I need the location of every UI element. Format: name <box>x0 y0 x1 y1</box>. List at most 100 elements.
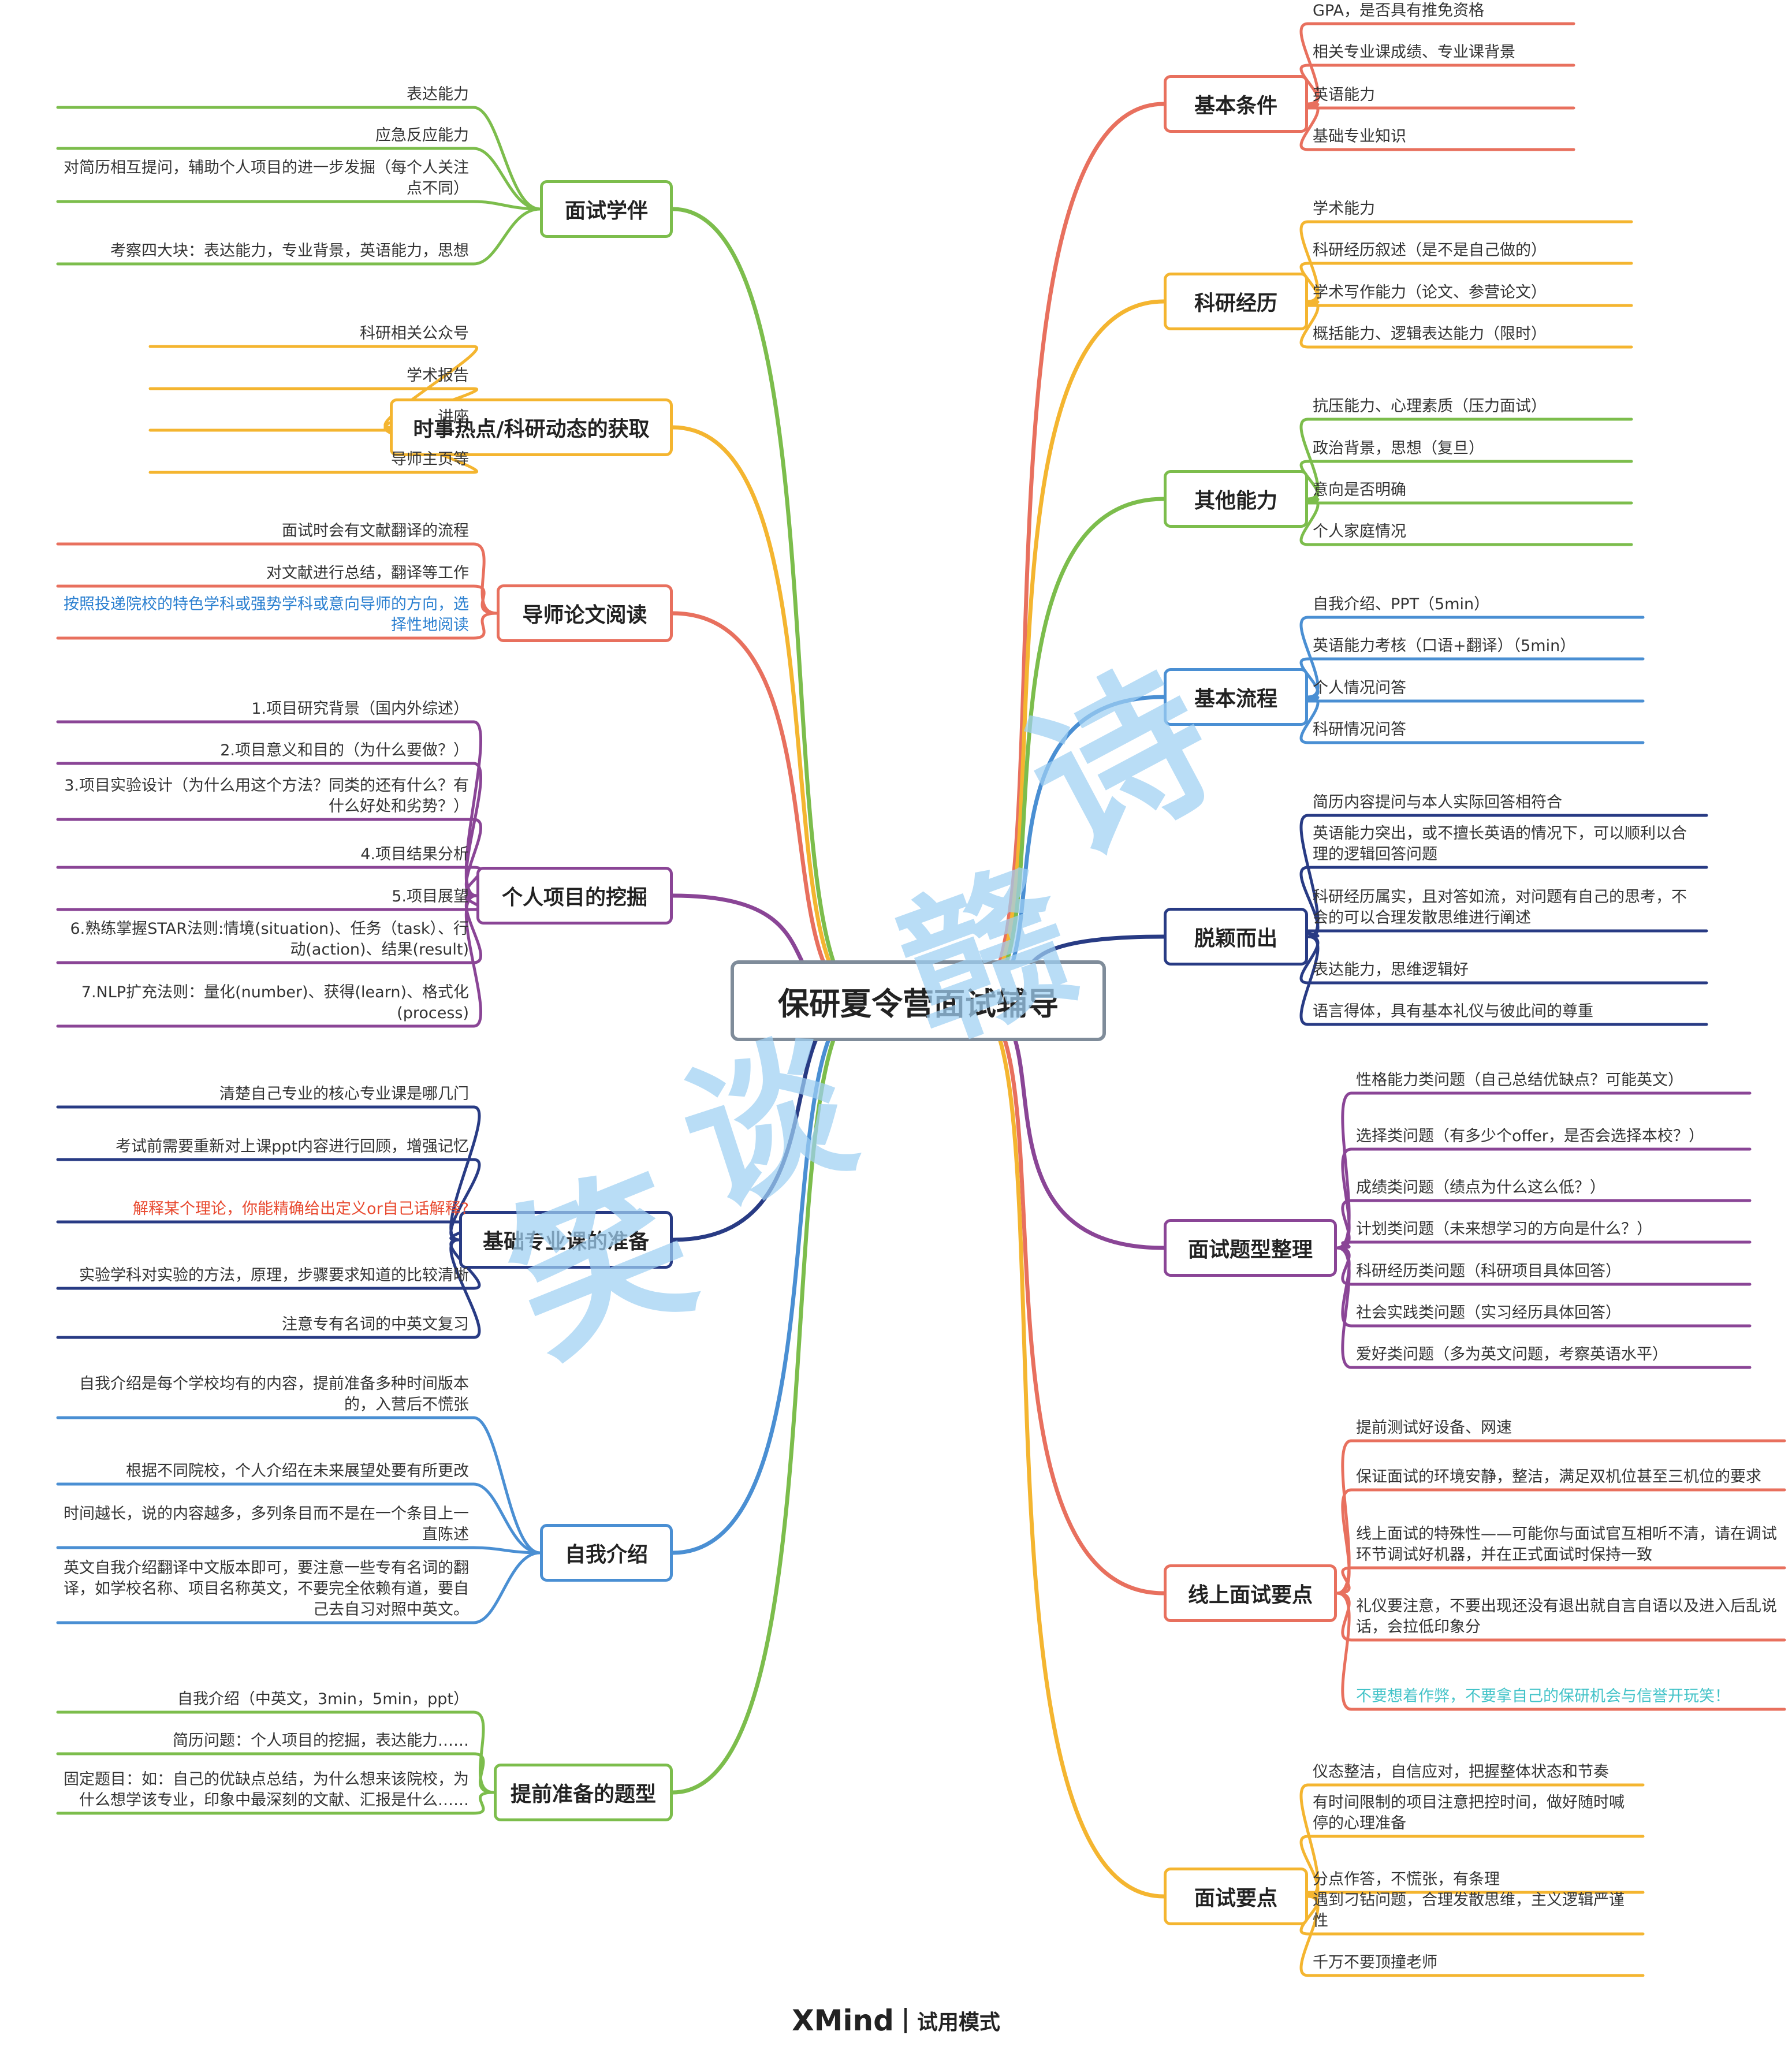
left-leaf-6-2[interactable]: 根据不同院校，个人介绍在未来展望处要有所更改 <box>126 1462 469 1480</box>
left-leaf-4-5[interactable]: 5.项目展望 <box>392 888 469 905</box>
left-leaf-5-3[interactable]: 解释某个理论，你能精确给出定义or自己话解释? <box>133 1200 469 1218</box>
right-leaf-connector-3-2 <box>1299 460 1320 501</box>
right-leaf-7-5[interactable]: 不要想着作弊，不要拿自己的保研机会与信誉开玩笑！ <box>1356 1687 1730 1705</box>
left-leaf-1-2[interactable]: 应急反应能力 <box>375 126 469 144</box>
right-leaf-connector-4-4 <box>1299 695 1320 744</box>
right-branch-connector-2 <box>968 299 1166 1003</box>
right-leaf-8-5[interactable]: 千万不要顶撞老师 <box>1313 1954 1437 1971</box>
left-leaf-6-1[interactable]: 自我介绍是每个学校均有的内容，提前准备多种时间版本的，入营后不慌张 <box>79 1375 469 1414</box>
right-topic-7[interactable]: 线上面试要点 <box>1164 1564 1337 1622</box>
right-leaf-4-4[interactable]: 科研情况问答 <box>1313 721 1406 739</box>
right-leaf-4-2[interactable]: 英语能力考核（口语+翻译）（5min） <box>1313 637 1576 655</box>
right-leaf-6-7[interactable]: 爱好类问题（多为英文问题，考察英语水平） <box>1356 1345 1668 1363</box>
right-leaf-6-6[interactable]: 社会实践类问题（实习经历具体回答） <box>1356 1304 1621 1322</box>
right-topic-4[interactable]: 基本流程 <box>1164 668 1308 726</box>
left-leaf-3-2[interactable]: 对文献进行总结，翻译等工作 <box>266 564 469 582</box>
left-leaf-5-4[interactable]: 实验学科对实验的方法，原理，步骤要求知道的比较清晰 <box>79 1266 469 1284</box>
left-leaf-4-6[interactable]: 6.熟练掌握STAR法则:情境(situation)、任务（task）、行动(a… <box>70 920 469 959</box>
right-leaf-2-2[interactable]: 科研经历叙述（是不是自己做的） <box>1313 241 1547 259</box>
right-leaf-2-3[interactable]: 学术写作能力（论文、参营论文） <box>1313 284 1547 301</box>
right-leaf-7-2[interactable]: 保证面试的环境安静，整洁，满足双机位甚至三机位的要求 <box>1356 1468 1761 1486</box>
left-leaf-2-2[interactable]: 学术报告 <box>407 367 469 385</box>
left-topic-5[interactable]: 基础专业课的准备 <box>459 1211 673 1269</box>
right-leaf-connector-8-5 <box>1299 1895 1320 1977</box>
left-leaf-4-2[interactable]: 2.项目意义和目的（为什么要做？） <box>220 741 469 759</box>
right-leaf-6-5[interactable]: 科研经历类问题（科研项目具体回答） <box>1356 1262 1621 1280</box>
right-topic-8[interactable]: 面试要点 <box>1164 1868 1308 1925</box>
right-leaf-2-4[interactable]: 概括能力、逻辑表达能力（限时） <box>1313 325 1547 343</box>
left-topic-6[interactable]: 自我介绍 <box>540 1524 673 1582</box>
right-leaf-3-2[interactable]: 政治背景，思想（复旦） <box>1313 439 1484 457</box>
left-topic-1[interactable]: 面试学伴 <box>540 180 673 238</box>
central-topic[interactable]: 保研夏令营面试辅导 <box>731 960 1106 1041</box>
right-leaf-1-1[interactable]: GPA，是否具有推免资格 <box>1313 2 1484 20</box>
right-leaf-5-5[interactable]: 语言得体，具有基本礼仪与彼此间的尊重 <box>1313 1002 1593 1020</box>
right-leaf-6-3[interactable]: 成绩类问题（绩点为什么这么低？） <box>1356 1179 1605 1197</box>
left-leaf-4-3[interactable]: 3.项目实验设计（为什么用这个方法？同类的还有什么？有什么好处和劣势？） <box>64 777 469 815</box>
right-leaf-connector-5-2 <box>1299 866 1320 938</box>
right-topic-2[interactable]: 科研经历 <box>1164 273 1308 330</box>
right-leaf-8-1[interactable]: 仪态整洁，自信应对，把握整体状态和节奏 <box>1313 1763 1609 1781</box>
right-topic-3[interactable]: 其他能力 <box>1164 470 1308 528</box>
right-leaf-8-3[interactable]: 分点作答，不慌张，有条理 <box>1313 1870 1500 1888</box>
right-leaf-6-2[interactable]: 选择类问题（有多少个offer，是否会选择本校？） <box>1356 1127 1704 1145</box>
right-leaf-1-4[interactable]: 基础专业知识 <box>1313 128 1406 146</box>
right-leaf-3-3[interactable]: 意向是否明确 <box>1313 481 1406 499</box>
right-leaf-5-3[interactable]: 科研经历属实，且对答如流，对问题有自己的思考，不会的可以合理发散思维进行阐述 <box>1313 888 1687 927</box>
left-leaf-5-1[interactable]: 清楚自己专业的核心专业课是哪几门 <box>219 1085 469 1103</box>
left-leaf-1-3[interactable]: 对简历相互提问，辅助个人项目的进一步发掘（每个人关注点不同） <box>64 159 469 197</box>
right-leaf-8-4[interactable]: 遇到刁钻问题，合理发散思维，主义逻辑严谨性 <box>1313 1891 1625 1930</box>
left-topic-7[interactable]: 提前准备的题型 <box>494 1764 673 1821</box>
right-topic-5[interactable]: 脱颖而出 <box>1164 908 1308 966</box>
right-leaf-connector-4-2 <box>1299 657 1320 699</box>
right-topic-1[interactable]: 基本条件 <box>1164 75 1308 133</box>
right-topic-6[interactable]: 面试题型整理 <box>1164 1219 1337 1277</box>
left-leaf-4-7[interactable]: 7.NLP扩充法则：量化(number)、获得(learn)、格式化(proce… <box>81 983 469 1022</box>
left-leaf-4-4[interactable]: 4.项目结果分析 <box>360 845 469 863</box>
left-branch-connector-7 <box>670 998 869 1795</box>
left-leaf-connector-6-3 <box>472 1546 542 1555</box>
left-topic-4[interactable]: 个人项目的挖掘 <box>476 867 673 925</box>
left-leaf-connector-7-2 <box>472 1752 495 1794</box>
left-leaf-7-2[interactable]: 简历问题：个人项目的挖掘，表达能力…… <box>173 1732 469 1750</box>
right-leaf-6-4[interactable]: 计划类问题（未来想学习的方向是什么？） <box>1356 1220 1652 1238</box>
left-leaf-1-4[interactable]: 考察四大块：表达能力，专业背景，英语能力，思想 <box>110 242 469 260</box>
left-leaf-4-1[interactable]: 1.项目研究背景（国内外综述） <box>251 700 469 718</box>
right-leaf-5-4[interactable]: 表达能力，思维逻辑好 <box>1313 961 1469 979</box>
left-leaf-2-3[interactable]: 讲座 <box>438 408 469 426</box>
right-leaf-7-1[interactable]: 提前测试好设备、网速 <box>1356 1419 1512 1437</box>
left-leaf-2-4[interactable]: 导师主页等 <box>391 450 469 468</box>
left-leaf-5-5[interactable]: 注意专有名词的中英文复习 <box>282 1315 469 1333</box>
right-leaf-6-1[interactable]: 性格能力类问题（自己总结优缺点？可能英文） <box>1356 1071 1683 1089</box>
right-leaf-1-2[interactable]: 相关专业课成绩、专业课背景 <box>1313 43 1515 61</box>
right-leaf-4-3[interactable]: 个人情况问答 <box>1313 679 1406 697</box>
left-leaf-3-3[interactable]: 按照投递院校的特色学科或强势学科或意向导师的方向，选择性地阅读 <box>64 595 469 634</box>
left-leaf-5-2[interactable]: 考试前需要重新对上课ppt内容进行回顾，增强记忆 <box>116 1138 469 1156</box>
left-leaf-1-1[interactable]: 表达能力 <box>407 85 469 103</box>
left-branch-connector-1 <box>670 207 869 1003</box>
right-leaf-3-4[interactable]: 个人家庭情况 <box>1313 523 1406 541</box>
right-leaf-7-3[interactable]: 线上面试的特殊性——可能你与面试官互相听不清，请在调试环节调试好机器，并在正式面… <box>1356 1525 1777 1564</box>
right-leaf-connector-7-4 <box>1335 1591 1353 1642</box>
left-leaf-6-4[interactable]: 英文自我介绍翻译中文版本即可，要注意一些专有名词的翻译，如学校名称、项目名称英文… <box>64 1559 469 1619</box>
right-leaf-8-2[interactable]: 有时间限制的项目注意把控时间，做好随时喊停的心理准备 <box>1313 1794 1625 1832</box>
left-leaf-3-1[interactable]: 面试时会有文献翻译的流程 <box>282 522 469 540</box>
left-topic-2[interactable]: 时事热点/科研动态的获取 <box>390 398 673 456</box>
left-leaf-connector-1-2 <box>472 147 542 211</box>
left-topic-3[interactable]: 导师论文阅读 <box>497 584 673 642</box>
right-leaf-2-1[interactable]: 学术能力 <box>1313 200 1375 218</box>
left-leaf-connector-4-7 <box>464 894 483 1028</box>
right-leaf-1-3[interactable]: 英语能力 <box>1313 86 1375 104</box>
right-leaf-7-4[interactable]: 礼仪要注意，不要出现还没有退出就自言自语以及进入后乱说话，会拉低印象分 <box>1356 1597 1777 1636</box>
left-leaf-6-3[interactable]: 时间越长，说的内容越多，多列条目而不是在一个条目上一直陈述 <box>64 1505 469 1544</box>
left-leaf-connector-2-1 <box>383 345 478 429</box>
left-leaf-7-1[interactable]: 自我介绍（中英文，3min，5min，ppt） <box>177 1690 469 1708</box>
right-leaf-3-1[interactable]: 抗压能力、心理素质（压力面试） <box>1313 397 1547 415</box>
left-leaf-7-3[interactable]: 固定题目：如：自己的优缺点总结，为什么想来该院校，为什么想学该专业，印象中最深刻… <box>64 1771 469 1809</box>
left-leaf-2-1[interactable]: 科研相关公众号 <box>360 325 469 342</box>
right-leaf-4-1[interactable]: 自我介绍、PPT（5min） <box>1313 595 1490 613</box>
right-leaf-5-2[interactable]: 英语能力突出，或不擅长英语的情况下，可以顺利以合理的逻辑回答问题 <box>1313 825 1687 863</box>
left-leaf-connector-1-1 <box>472 106 542 211</box>
right-leaf-5-1[interactable]: 简历内容提问与本人实际回答相符合 <box>1313 793 1562 811</box>
